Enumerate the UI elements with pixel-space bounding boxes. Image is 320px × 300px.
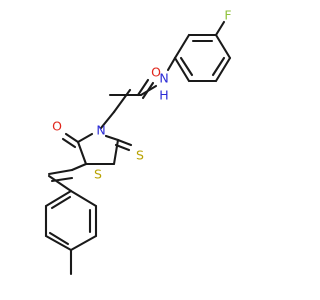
fluorophenyl-ring [173,20,232,83]
double-bond-inner [179,56,194,77]
ring-sulfur-label: S [94,167,102,182]
amide-oxygen-label: O [151,65,161,80]
double-bond [114,143,131,152]
double-bond [141,81,155,100]
double-bond [116,138,133,147]
bond [76,140,88,166]
bond [112,138,120,166]
amide-nitrogen-label: N [159,71,168,86]
bond [76,132,94,144]
bond [214,56,232,83]
benzylidene-linker [47,162,88,193]
methylphenyl-ring [44,189,98,276]
thione-sulfur-label: S [136,148,144,163]
bond [214,20,226,37]
double-bond-inner [50,195,72,210]
amide-hydrogen-label: H [159,88,168,103]
ring-nitrogen-label: N [96,123,105,138]
double-bond [136,78,150,97]
thiazolidinone-ring [61,132,133,166]
bond [99,110,116,130]
bond [173,33,191,60]
bond [47,174,73,193]
bond [166,56,177,72]
double-bond-inner [48,231,70,246]
double-bond [64,132,80,144]
bond [173,56,191,83]
bond [104,134,120,142]
double-bond [61,137,77,149]
ring-oxygen-label: O [52,119,62,134]
double-bond [47,168,74,176]
bond [214,33,232,60]
molecule-structure-diagram: F N H O N O S S [44,8,232,276]
propyl-chain [99,88,132,130]
fluorine-atom-label: F [224,8,231,23]
bond [44,189,73,208]
bond [69,189,98,208]
bond [112,88,132,114]
bond [44,234,73,252]
bond [69,234,98,252]
double-bond-inner [211,56,226,77]
bond [70,162,88,172]
amide-group [108,56,177,100]
